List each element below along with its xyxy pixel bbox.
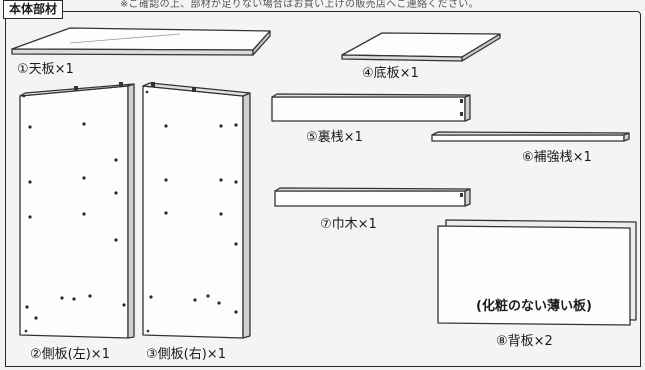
section-title: 本体部材 [3, 0, 64, 19]
back-panel-drawing [437, 219, 637, 326]
bottom-board-label: ④底板×1 [362, 66, 419, 81]
top-board-drawing [11, 27, 271, 56]
reinforcement-rail-label: ⑥補強桟×1 [522, 150, 592, 165]
top-board-label: ①天板×1 [17, 62, 74, 77]
baseboard-drawing [274, 187, 471, 207]
right-side-board-label: ③側板(右)×1 [146, 347, 226, 362]
bottom-board-drawing [341, 32, 501, 62]
reinforcement-rail-drawing [431, 131, 630, 142]
left-side-board-drawing [19, 83, 135, 339]
back-panel-note: (化粧のない薄い板) [476, 299, 592, 314]
parts-frame [5, 11, 641, 367]
rear-rail-drawing [271, 93, 471, 122]
rear-rail-label: ⑤裏桟×1 [306, 130, 363, 145]
left-side-board-label: ②側板(左)×1 [30, 347, 110, 362]
baseboard-label: ⑦巾木×1 [320, 217, 377, 232]
top-note: ※ご確認の上、部材が足りない場合はお買い上げの販売店へご連絡ください。 [120, 0, 479, 10]
right-side-board-drawing [142, 82, 251, 339]
back-panel-label: ⑧背板×2 [496, 334, 553, 349]
